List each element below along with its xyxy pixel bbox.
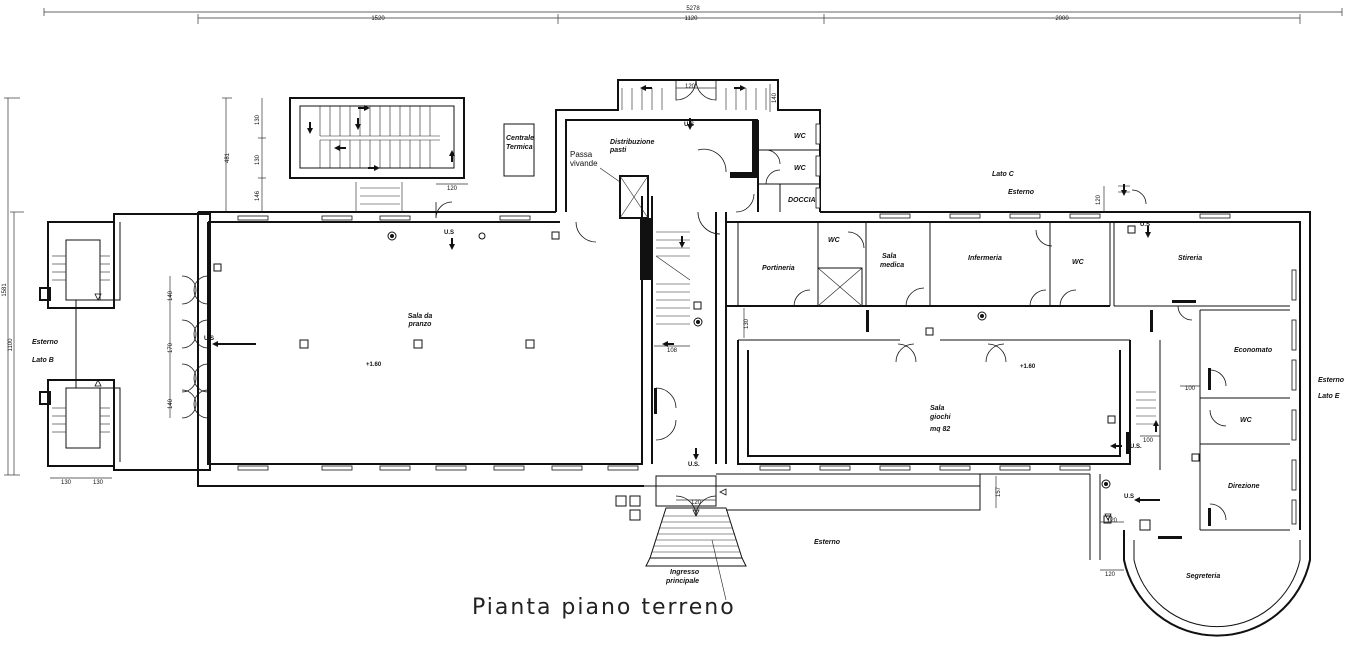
dim-door-2: 170 (168, 342, 174, 353)
dim-door-1: 140 (168, 290, 174, 301)
label-sala-giochi-3: mq 82 (930, 426, 950, 433)
level-marker-1: +1.60 (366, 362, 382, 368)
dim-top-1: 1520 (371, 16, 385, 22)
dim-door-3: 140 (168, 398, 174, 409)
label-portineria: Portineria (762, 265, 795, 272)
label-wc-5: WC (1240, 417, 1253, 424)
annotation-markers: U.S U.S U.S U.S U.S U.S. U.S. +1.60 +1.6… (204, 122, 1150, 500)
label-distribuzione-1: Distribuzione (610, 139, 654, 146)
label-sala-giochi-1: Sala (930, 405, 945, 412)
label-wc-3: WC (828, 237, 841, 244)
columns (299, 339, 535, 349)
label-economato: Economato (1234, 347, 1273, 354)
top-dimensions: 5278 1520 1120 2000 (43, 6, 1343, 24)
room-labels: Sala da pranzo Centrale Termica Distribu… (32, 123, 1345, 601)
dim-kitchen-side: 140 (772, 92, 778, 103)
label-ingresso-2: principale (665, 578, 699, 585)
label-ingresso-1: Ingresso (670, 569, 700, 576)
exit-arrows (212, 85, 1159, 503)
label-direzione: Direzione (1228, 483, 1260, 490)
label-sala-medica-2: medica (880, 262, 904, 269)
dim-top-2: 1120 (685, 16, 699, 22)
marker-us-7: U.S. (1130, 444, 1142, 450)
left-dimensions: 1581 1100 481 130 130 146 (2, 97, 266, 476)
dim-kitchen-top: 120 (685, 84, 696, 90)
doors (181, 79, 1227, 521)
dim-stair-landing: 120 (447, 186, 458, 192)
safety-markers (213, 225, 1200, 531)
dim-bottom-left-1: 130 (61, 480, 72, 486)
marker-us-5: U.S (1124, 494, 1134, 500)
label-stireria: Stireria (1178, 255, 1202, 262)
label-esterno-left-1: Esterno (32, 339, 59, 346)
dim-right-100a: 100 (1185, 386, 1196, 392)
label-esterno-right-2: Lato E (1318, 393, 1340, 400)
label-esterno-right-1: Esterno (1318, 377, 1345, 384)
marker-us-4: U.S (1140, 222, 1150, 228)
label-segreteria: Segreteria (1186, 573, 1220, 580)
dim-right-120b: 120 (1107, 518, 1118, 524)
label-centrale-1: Centrale (506, 135, 534, 142)
label-sala-giochi-2: giochi (929, 414, 952, 421)
dim-left-outer: 1581 (2, 283, 8, 297)
label-esterno-top-2: Esterno (1008, 189, 1035, 196)
dim-right-stair: 120 (1096, 194, 1102, 205)
dim-bottom-left-2: 130 (93, 480, 104, 486)
level-marker-2: +1.60 (1020, 364, 1036, 370)
dim-corridor-108: 108 (667, 348, 678, 354)
building-walls (39, 79, 1311, 637)
dim-overall: 5278 (686, 6, 700, 12)
label-sala-pranzo-1: Sala da (408, 313, 433, 320)
label-esterno-bottom: Esterno (814, 539, 841, 546)
interior-dimensions: 140 170 140 130 130 120 120 140 130 108 … (50, 84, 1200, 578)
label-centrale-2: Termica (506, 144, 533, 151)
windows (237, 123, 1297, 525)
label-wc-1: WC (794, 133, 807, 140)
dim-top-3: 2000 (1055, 16, 1069, 22)
dim-entrance: 120 (691, 500, 702, 506)
label-passa-1: Passa (570, 150, 593, 159)
label-esterno-left-2: Lato B (32, 357, 54, 364)
label-sala-medica-1: Sala (882, 253, 897, 260)
label-wc-4: WC (1072, 259, 1085, 266)
fire-doors (654, 120, 1211, 539)
dim-corridor-130: 130 (744, 318, 750, 329)
stairs (52, 88, 1156, 567)
dim-stair-2: 130 (255, 154, 261, 165)
marker-us-1: U.S (444, 230, 454, 236)
dim-stair-3: 146 (255, 190, 261, 201)
label-wc-2: WC (794, 165, 807, 172)
drawing-title: Pianta piano terreno (472, 595, 736, 620)
label-esterno-top-1: Lato C (992, 171, 1015, 178)
marker-us-6: U.S. (688, 462, 700, 468)
dim-left-inner: 1100 (8, 338, 14, 352)
elevator-shafts (619, 172, 758, 280)
dim-bottom-right: 120 (1105, 572, 1116, 578)
label-passa-2: vivande (570, 159, 598, 168)
label-distribuzione-2: pasti (609, 147, 627, 154)
dim-ramp: 157 (996, 486, 1002, 497)
dim-stair-1: 130 (255, 114, 261, 125)
marker-us-2: U.S (204, 336, 214, 342)
marker-us-3: U.S (684, 122, 694, 128)
direction-arrows (94, 293, 1112, 521)
dim-right-100b: 100 (1143, 438, 1154, 444)
dim-stair-top: 481 (225, 152, 231, 163)
label-sala-pranzo-2: pranzo (408, 321, 433, 328)
label-infermeria: Infermeria (968, 255, 1002, 262)
label-doccia: DOCCIA (788, 197, 816, 204)
